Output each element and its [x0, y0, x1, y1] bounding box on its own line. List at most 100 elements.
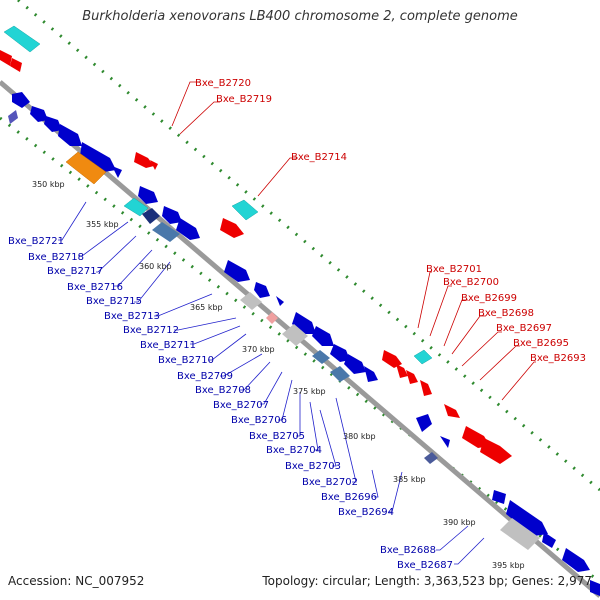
grey-feature[interactable]	[240, 292, 262, 310]
gene-label[interactable]: Bxe_B2717	[47, 266, 103, 277]
gene-label[interactable]: Bxe_B2715	[86, 296, 142, 307]
steel-feature[interactable]	[142, 208, 160, 224]
gene-label[interactable]: Bxe_B2713	[104, 311, 160, 322]
gene-label[interactable]: Bxe_B2701	[426, 264, 482, 275]
reverse-gene[interactable]	[162, 206, 182, 224]
reverse-gene[interactable]	[590, 580, 600, 596]
gene-label[interactable]: Bxe_B2719	[216, 94, 272, 105]
reverse-gene[interactable]	[12, 92, 30, 108]
reverse-gene[interactable]	[364, 366, 378, 382]
reverse-gene[interactable]	[44, 116, 62, 132]
reverse-gene[interactable]	[330, 344, 350, 362]
reverse-gene[interactable]	[542, 532, 556, 548]
forward-gene[interactable]	[150, 160, 158, 170]
gene-label[interactable]: Bxe_B2707	[213, 400, 269, 411]
forward-gene[interactable]	[396, 364, 408, 378]
forward-gene[interactable]	[382, 350, 402, 368]
orange-feature[interactable]	[65, 151, 107, 185]
gene-label[interactable]: Bxe_B2716	[67, 282, 123, 293]
forward-gene[interactable]	[406, 370, 418, 384]
forward-gene[interactable]	[134, 152, 154, 168]
outer-track-dots	[17, 0, 600, 492]
gene-label[interactable]: Bxe_B2697	[496, 323, 552, 334]
cyan-features	[3, 25, 433, 365]
reverse-gene[interactable]	[112, 166, 122, 178]
gene-label[interactable]: Bxe_B2688	[380, 545, 436, 556]
navy-feature[interactable]	[424, 452, 438, 464]
gene-label[interactable]: Bxe_B2720	[195, 78, 251, 89]
gene-label[interactable]: Bxe_B2694	[338, 507, 394, 518]
tick-label: 390 kbp	[443, 518, 476, 527]
purple-feature[interactable]	[8, 110, 18, 124]
tick-label: 355 kbp	[86, 220, 119, 229]
forward-leader-lines	[171, 81, 536, 401]
reverse-gene[interactable]	[506, 500, 548, 536]
reverse-gene[interactable]	[254, 282, 270, 298]
gene-label[interactable]: Bxe_B2700	[443, 277, 499, 288]
forward-genes	[0, 50, 512, 464]
reverse-gene[interactable]	[138, 186, 158, 204]
reverse-gene[interactable]	[344, 354, 366, 374]
gene-label[interactable]: Bxe_B2693	[530, 353, 586, 364]
steel-feature[interactable]	[152, 222, 180, 242]
reverse-gene[interactable]	[562, 548, 590, 572]
gene-label[interactable]: Bxe_B2714	[291, 152, 347, 163]
reverse-gene[interactable]	[30, 106, 48, 122]
gene-label[interactable]: Bxe_B2699	[461, 293, 517, 304]
reverse-gene[interactable]	[80, 142, 116, 172]
map-title: Burkholderia xenovorans LB400 chromosome…	[82, 9, 518, 24]
tick-label: 380 kbp	[343, 432, 376, 441]
forward-gene[interactable]	[220, 218, 244, 238]
gene-label[interactable]: Bxe_B2698	[478, 308, 534, 319]
gene-label[interactable]: Bxe_B2705	[249, 431, 305, 442]
forward-gene[interactable]	[444, 404, 460, 418]
cyan-feature[interactable]	[3, 25, 41, 53]
accession-text: Accession: NC_007952	[8, 574, 145, 588]
gene-label[interactable]: Bxe_B2712	[123, 325, 179, 336]
cyan-feature[interactable]	[123, 197, 149, 217]
forward-gene-labels: Bxe_B2720 Bxe_B2719 Bxe_B2714 Bxe_B2701 …	[195, 78, 586, 364]
gene-label[interactable]: Bxe_B2704	[266, 445, 322, 456]
tick-label: 370 kbp	[242, 345, 275, 354]
reverse-genes	[12, 92, 600, 596]
reverse-gene[interactable]	[312, 326, 334, 346]
gene-label[interactable]: Bxe_B2706	[231, 415, 287, 426]
forward-gene[interactable]	[480, 438, 512, 464]
reverse-gene-labels: Bxe_B2721 Bxe_B2718 Bxe_B2717 Bxe_B2716 …	[8, 236, 453, 571]
grey-feature[interactable]	[282, 324, 308, 346]
reverse-gene[interactable]	[176, 218, 200, 240]
tick-labels: 350 kbp 355 kbp 360 kbp 365 kbp 370 kbp …	[32, 180, 525, 570]
gene-label[interactable]: Bxe_B2687	[397, 560, 453, 571]
topology-text: Topology: circular; Length: 3,363,523 bp…	[262, 574, 592, 588]
gene-label[interactable]: Bxe_B2710	[158, 355, 214, 366]
tick-label: 365 kbp	[190, 303, 223, 312]
forward-gene[interactable]	[10, 58, 22, 72]
cyan-feature[interactable]	[413, 349, 433, 365]
gene-label[interactable]: Bxe_B2711	[140, 340, 196, 351]
gene-label[interactable]: Bxe_B2695	[513, 338, 569, 349]
gene-label[interactable]: Bxe_B2721	[8, 236, 64, 247]
reverse-gene[interactable]	[58, 124, 82, 146]
forward-gene[interactable]	[0, 50, 12, 66]
reverse-gene[interactable]	[276, 296, 284, 306]
gene-label[interactable]: Bxe_B2703	[285, 461, 341, 472]
steel-feature[interactable]	[330, 366, 350, 382]
tick-label: 385 kbp	[393, 475, 426, 484]
gene-label[interactable]: Bxe_B2709	[177, 371, 233, 382]
steel-feature[interactable]	[312, 350, 330, 364]
reverse-gene[interactable]	[440, 436, 450, 448]
cyan-feature[interactable]	[231, 199, 259, 221]
reverse-gene[interactable]	[492, 490, 506, 504]
reverse-gene[interactable]	[224, 260, 250, 282]
gene-label[interactable]: Bxe_B2708	[195, 385, 251, 396]
gene-label[interactable]: Bxe_B2718	[28, 252, 84, 263]
reverse-gene[interactable]	[416, 414, 432, 432]
reverse-leader-lines	[58, 201, 485, 565]
gene-label[interactable]: Bxe_B2702	[302, 477, 358, 488]
grey-feature[interactable]	[500, 518, 540, 550]
pink-feature[interactable]	[266, 312, 278, 324]
tick-label: 350 kbp	[32, 180, 65, 189]
forward-gene[interactable]	[420, 380, 432, 396]
gene-label[interactable]: Bxe_B2696	[321, 492, 377, 503]
